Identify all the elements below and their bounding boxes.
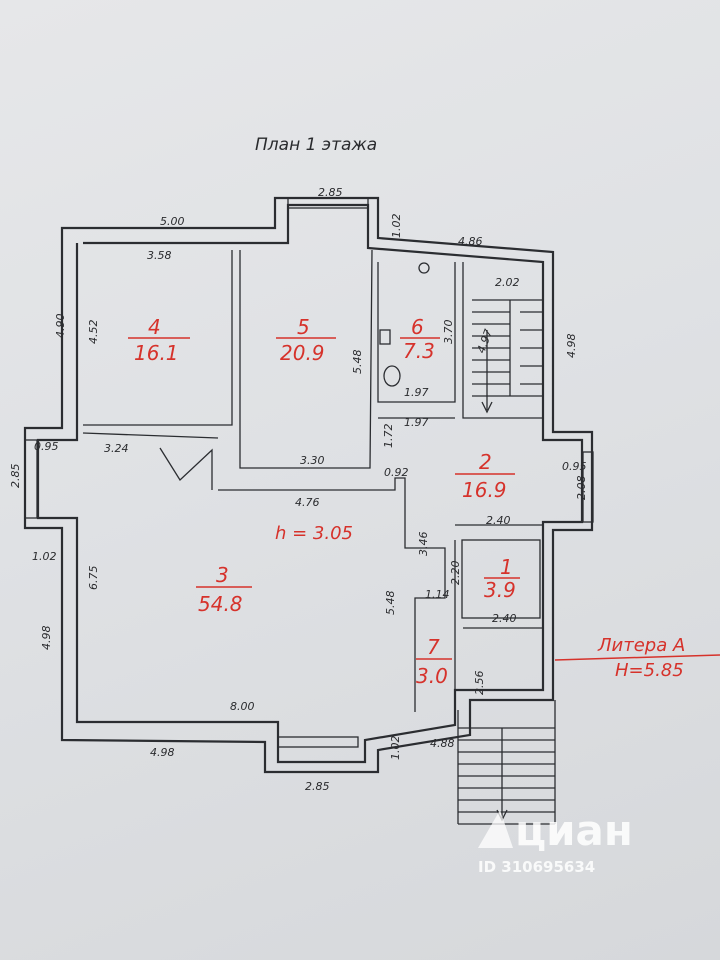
dim-hall-width: 3.24 [104, 442, 129, 455]
stairs-upper [472, 299, 543, 414]
stairs-lower [457, 700, 556, 825]
dim-room3-height: 6.75 [87, 566, 100, 591]
plan-title: План 1 этажа [255, 135, 377, 155]
dim-room4-height: 4.52 [87, 320, 100, 345]
dim-step-a: 3.46 [417, 532, 430, 557]
dim-bottom-left: 4.98 [150, 746, 175, 759]
dim-room1-width-bottom: 2.40 [492, 612, 517, 625]
dim-stair-width: 2.02 [495, 276, 520, 289]
room-7: 7 3.0 [416, 635, 452, 688]
dim-room6-height: 3.70 [442, 320, 455, 345]
dim-left-bay-len: 2.85 [9, 464, 22, 489]
dim-top-bay-depth: 1.02 [390, 214, 403, 239]
dim-right-bay-depth: 0.95 [562, 460, 587, 473]
watermark-logo-icon [478, 810, 513, 848]
dim-bottom-right: 4.88 [430, 737, 455, 750]
dim-top-left: 5.00 [160, 215, 185, 228]
room-area: 3.0 [416, 664, 448, 688]
dim-corr-height: 1.72 [382, 424, 395, 449]
room-area: 3.9 [484, 578, 516, 602]
room-2: 2 16.9 [455, 450, 515, 502]
room-1: 1 3.9 [484, 555, 520, 602]
room-3: 3 54.8 [196, 563, 252, 616]
ceiling-height: h = 3.05 [275, 523, 353, 544]
dim-left-bay-offset: 1.02 [32, 550, 57, 563]
room-area: 20.9 [280, 341, 325, 365]
litera-callout: Литера А H=5.85 [554, 635, 720, 681]
dim-step-c: 1.14 [425, 588, 450, 601]
dim-room4-width: 3.58 [147, 249, 172, 262]
watermark-brand: циан [515, 806, 633, 855]
dimension-labels: 5.00 2.85 1.02 4.86 3.58 4.52 4.90 2.02 … [9, 186, 588, 793]
room-number: 1 [500, 555, 513, 579]
dim-bottom-bay: 2.85 [305, 780, 330, 793]
dim-room7-height: 2.56 [473, 671, 486, 696]
dim-room5-width: 3.30 [300, 454, 325, 467]
dim-room1-width-top: 2.40 [486, 514, 511, 527]
watermark-id: ID 310695634 [478, 858, 595, 876]
room-number: 6 [411, 315, 424, 339]
room-area: 54.8 [198, 592, 243, 616]
room-area: 7.3 [403, 339, 435, 363]
room-number: 3 [216, 563, 229, 587]
dim-stair-len: 4.97 [475, 328, 496, 355]
dim-step-b: 2.20 [449, 561, 462, 586]
room-5: 5 20.9 [276, 315, 336, 365]
dim-wc-width-b: 1.97 [404, 416, 429, 429]
interior-walls [82, 249, 543, 712]
litera-height: H=5.85 [615, 660, 684, 681]
dim-room3-bottom: 8.00 [230, 700, 255, 713]
dim-bottom-bay-depth: 1.02 [389, 736, 402, 761]
dim-left-bay-depth: 0.95 [34, 440, 59, 453]
room-area: 16.1 [134, 341, 179, 365]
room-number: 2 [479, 450, 492, 474]
dim-corr-width: 0.92 [384, 466, 409, 479]
dim-top-right: 4.86 [458, 235, 483, 248]
dim-right-bay-len: 2.08 [575, 476, 588, 501]
dim-top-bay: 2.85 [318, 186, 343, 199]
dim-room3-top: 4.76 [295, 496, 320, 509]
room-4: 4 16.1 [128, 315, 190, 365]
watermark: циан ID 310695634 [478, 806, 633, 876]
dim-room3-right: 5.48 [384, 591, 397, 616]
dim-wc-width-a: 1.97 [404, 386, 429, 399]
dim-room5-height: 5.48 [351, 350, 364, 375]
litera-label: Литера А [597, 635, 685, 656]
room-6: 6 7.3 [400, 315, 440, 363]
dim-left-lower: 4.98 [40, 626, 53, 651]
room-number: 7 [427, 635, 440, 659]
dim-right-upper: 4.98 [565, 334, 578, 359]
room-area: 16.9 [462, 478, 507, 502]
room-number: 4 [148, 315, 161, 339]
room-number: 5 [297, 315, 310, 339]
dim-left-upper: 4.90 [54, 314, 67, 339]
